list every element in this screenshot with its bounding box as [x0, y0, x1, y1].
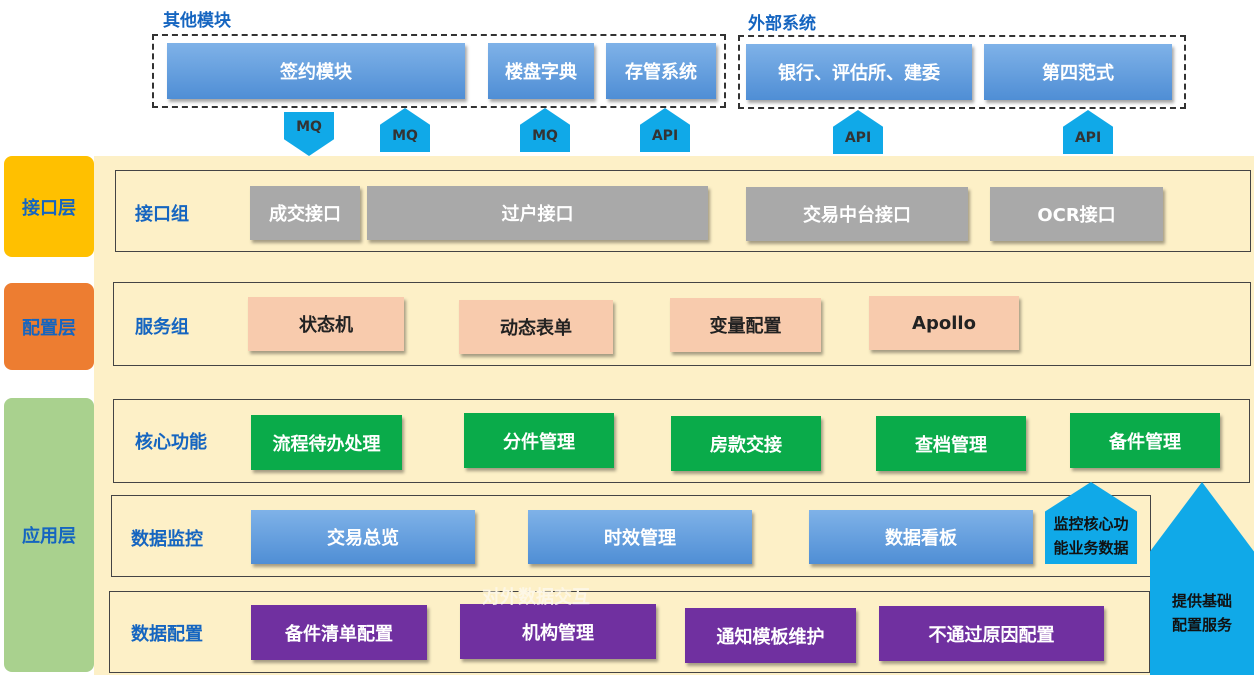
spare-list-config-box[interactable]: 备件清单配置: [251, 605, 427, 660]
workflow-todo-box[interactable]: 流程待办处理: [251, 415, 402, 470]
external-systems-frame: [738, 35, 1186, 109]
trade-overview-box[interactable]: 交易总览: [251, 510, 475, 564]
spare-parts-management-box[interactable]: 备件管理: [1070, 413, 1220, 468]
rejection-reason-config-box[interactable]: 不通过原因配置: [879, 606, 1104, 661]
mq-up-arrow-2: MQ: [520, 108, 570, 152]
data-config-label: 数据配置: [131, 624, 203, 645]
data-dashboard-box[interactable]: 数据看板: [809, 510, 1033, 564]
service-group-frame: [113, 282, 1251, 366]
organization-management-box[interactable]: 机构管理: [460, 604, 656, 659]
dynamic-form-box[interactable]: 动态表单: [459, 300, 613, 354]
core-functions-label: 核心功能: [135, 432, 207, 453]
ocr-interface-box[interactable]: OCR接口: [990, 187, 1163, 241]
service-group-label: 服务组: [135, 317, 189, 338]
other-modules-title: 其他模块: [163, 11, 231, 31]
fourth-paradigm-box[interactable]: 第四范式: [984, 44, 1172, 100]
bank-appraisal-box[interactable]: 银行、评估所、建委: [746, 44, 972, 100]
variable-config-box[interactable]: 变量配置: [670, 298, 821, 352]
api-up-arrow: API: [640, 108, 690, 152]
interface-layer-label: 接口层: [4, 156, 94, 257]
data-monitoring-label: 数据监控: [131, 529, 203, 550]
archive-check-box[interactable]: 查档管理: [876, 416, 1026, 471]
config-layer-label: 配置层: [4, 283, 94, 370]
notice-template-box[interactable]: 通知模板维护: [685, 608, 856, 663]
external-systems-title: 外部系统: [748, 14, 816, 34]
other-modules-frame: [152, 34, 726, 108]
api-up-arrow-3: API: [1063, 110, 1113, 154]
core-functions-frame: [113, 399, 1250, 483]
apollo-box[interactable]: Apollo: [869, 296, 1019, 350]
deal-interface-box[interactable]: 成交接口: [250, 186, 360, 240]
mq-up-arrow: MQ: [380, 108, 430, 152]
api-up-arrow-2: API: [833, 110, 883, 154]
timeliness-management-box[interactable]: 时效管理: [528, 510, 752, 564]
dispatch-management-box[interactable]: 分件管理: [464, 413, 614, 468]
signing-module-box[interactable]: 签约模块: [167, 43, 465, 99]
application-layer-label: 应用层: [4, 398, 94, 672]
state-machine-box[interactable]: 状态机: [248, 297, 404, 351]
payment-handover-box[interactable]: 房款交接: [671, 416, 821, 471]
interface-group-label: 接口组: [135, 204, 189, 225]
mq-down-arrow: MQ: [284, 112, 334, 156]
trade-platform-interface-box[interactable]: 交易中台接口: [746, 187, 968, 241]
property-dictionary-box[interactable]: 楼盘字典: [488, 43, 594, 99]
external-data-interaction-text: 对外数据交互: [482, 587, 590, 608]
custody-system-box[interactable]: 存管系统: [606, 43, 716, 99]
data-config-frame: [109, 591, 1150, 673]
transfer-interface-box[interactable]: 过户接口: [367, 186, 708, 240]
data-monitoring-frame: [111, 495, 1151, 577]
interface-group-frame: [115, 170, 1251, 252]
